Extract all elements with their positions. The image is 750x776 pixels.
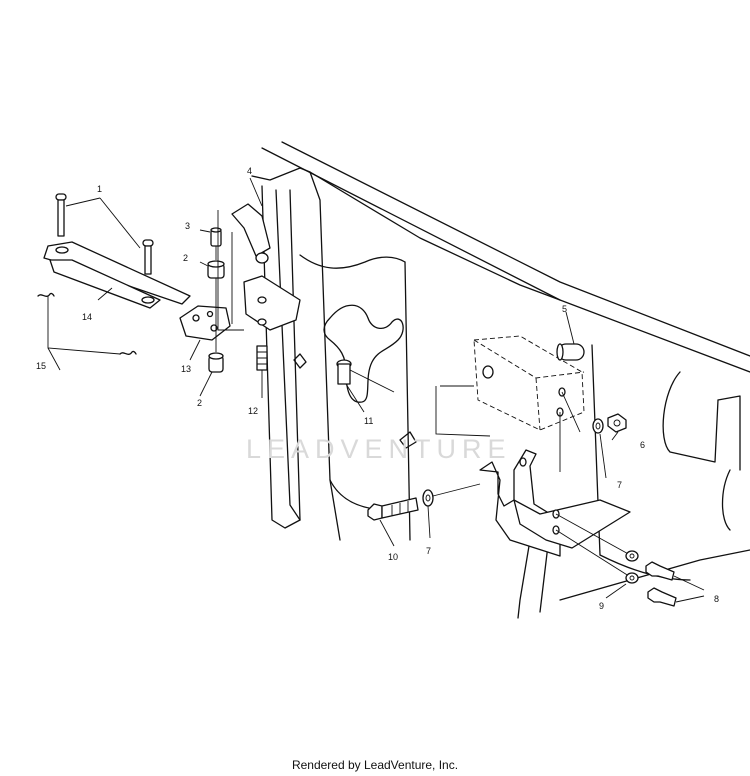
- nut-washer-parts: [422, 413, 627, 507]
- callout-2-upper: 2: [183, 253, 188, 263]
- leader-lines: [47, 177, 619, 547]
- callout-13: 13: [181, 364, 191, 374]
- callout-8: 8: [714, 594, 719, 604]
- callout-11: 11: [364, 416, 373, 426]
- clevis-pin-parts: [55, 193, 154, 275]
- long-bolt-part: [367, 497, 419, 521]
- callout-2-lower: 2: [197, 398, 202, 408]
- callout-labels: 1 2 2 3 4 5 6 7 7 8 9 10 11 12 13 14 15: [36, 166, 719, 611]
- cotter-pin-parts: [37, 292, 137, 355]
- link-rod-part: [43, 241, 191, 309]
- callout-14: 14: [82, 312, 92, 322]
- callout-5: 5: [562, 304, 567, 314]
- bushing-parts: [207, 227, 225, 373]
- mount-bracket-part: [179, 305, 231, 341]
- bolt-part: [336, 359, 395, 413]
- screw-part: [256, 345, 268, 398]
- callout-4: 4: [247, 166, 252, 176]
- callout-7-left: 7: [426, 546, 431, 556]
- frame-panel: [251, 141, 750, 619]
- callout-7-right: 7: [617, 480, 622, 490]
- lower-bracket-part: [479, 387, 633, 579]
- callout-15: 15: [36, 361, 46, 371]
- callout-1: 1: [97, 184, 102, 194]
- callout-12: 12: [248, 406, 258, 416]
- box-assembly-part: [435, 311, 585, 437]
- callout-3: 3: [185, 221, 190, 231]
- watermark-text: LEADVENTURE: [246, 434, 512, 464]
- footer-credit: Rendered by LeadVenture, Inc.: [291, 758, 459, 772]
- callout-10: 10: [388, 552, 398, 562]
- callout-9: 9: [599, 601, 604, 611]
- bottom-fastener-parts: [605, 550, 705, 607]
- callout-6: 6: [640, 440, 645, 450]
- hinge-part: [217, 203, 301, 331]
